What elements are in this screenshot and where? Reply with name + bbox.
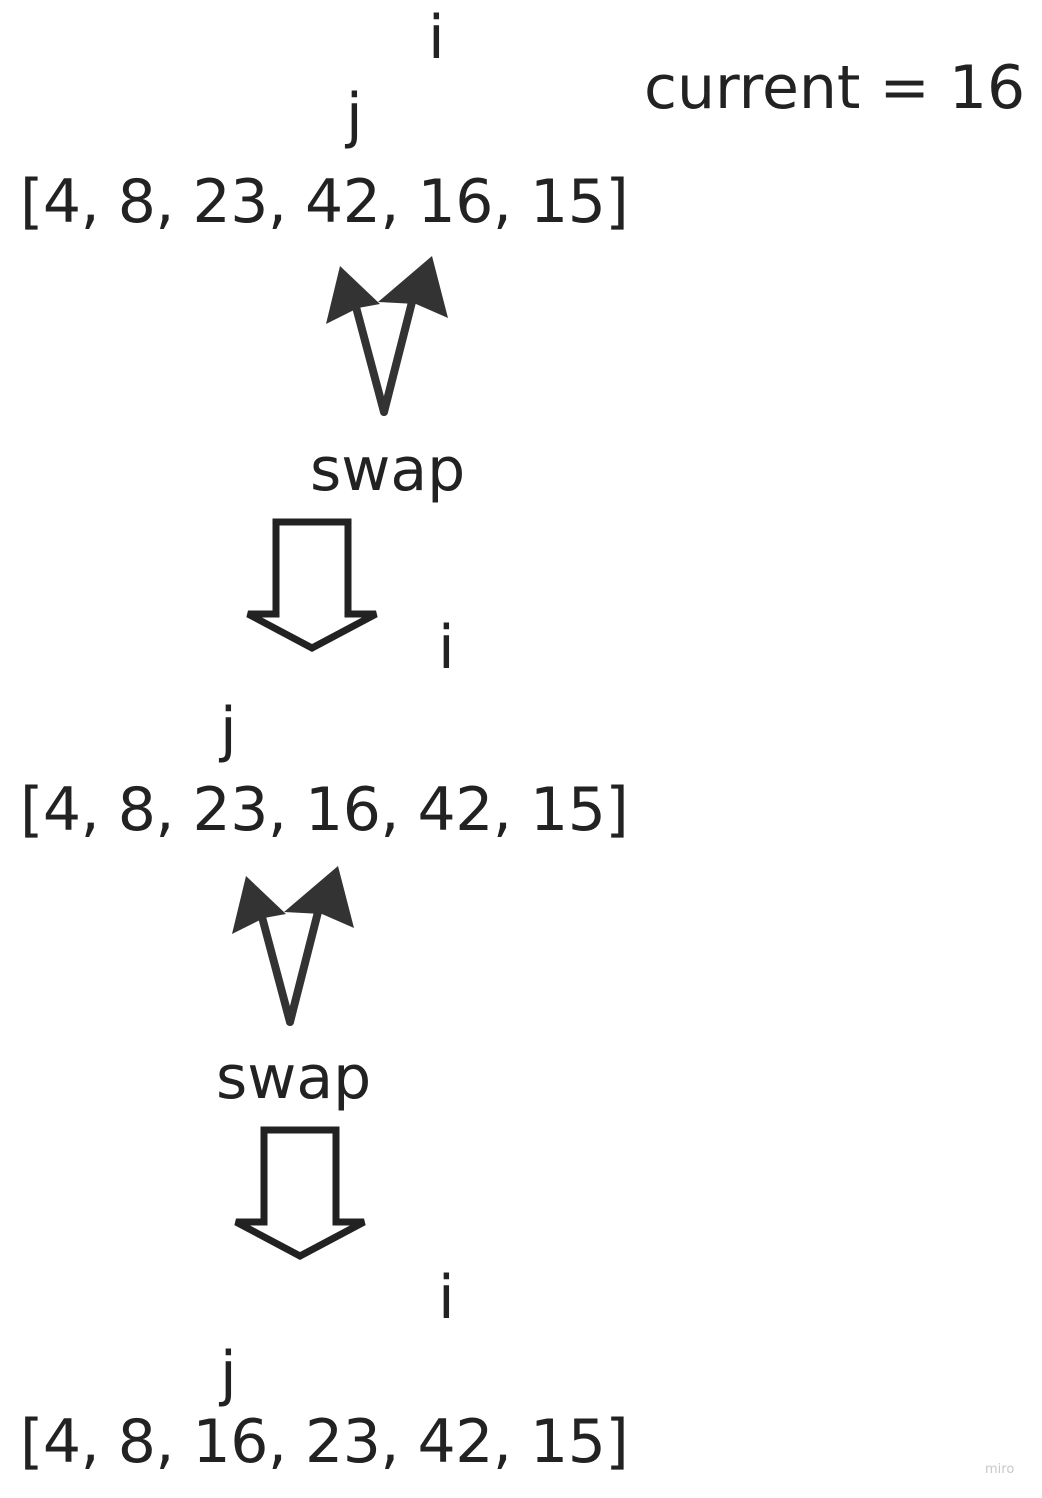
pointer-j-step-3: j [220,1339,237,1409]
array-step-2: [4, 8, 23, 16, 42, 15] [20,775,629,845]
down-arrow-icon [246,518,378,652]
pointer-j-step-1: j [346,81,363,151]
swap-label-2: swap [216,1043,372,1113]
swap-arrows-icon [326,256,448,416]
array-step-1: [4, 8, 23, 42, 16, 15] [20,167,629,237]
pointer-i-step-1: i [428,3,445,73]
current-value-label: current = 16 [644,53,1026,123]
swap-label-1: swap [310,435,466,505]
swap-arrows-icon [232,866,354,1026]
pointer-j-step-2: j [220,695,237,765]
array-step-3: [4, 8, 16, 23, 42, 15] [20,1407,629,1477]
pointer-i-step-2: i [438,613,455,683]
pointer-i-step-3: i [438,1263,455,1333]
down-arrow-icon [234,1126,366,1260]
miro-watermark: miro [985,1462,1015,1477]
